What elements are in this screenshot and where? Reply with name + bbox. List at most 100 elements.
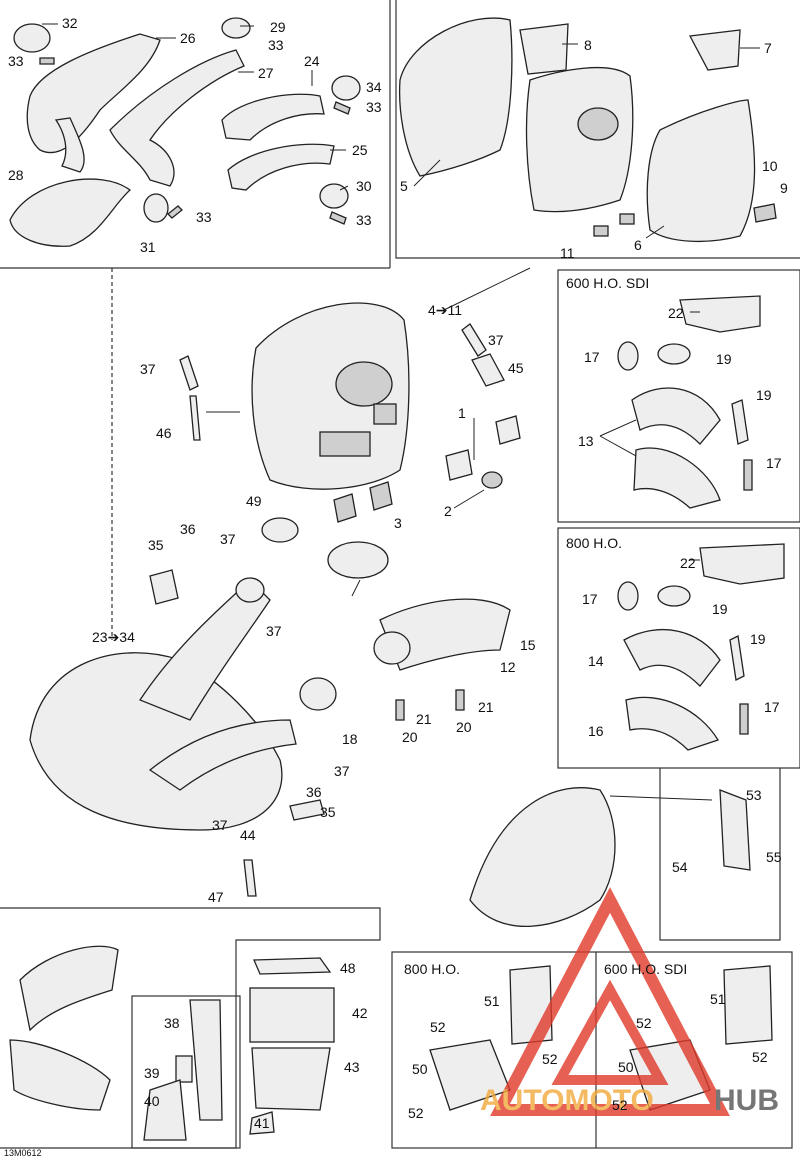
callout-28: 28 [8, 167, 24, 183]
frame-600ho-sdi [557, 269, 800, 523]
callout-17d: 17 [764, 699, 780, 715]
airbox-assembly [179, 302, 521, 579]
callout-19d: 19 [750, 631, 766, 647]
frame-800ho [557, 527, 800, 769]
callout-52a: 52 [430, 1019, 446, 1035]
callout-53: 53 [746, 787, 762, 803]
section-label-600ho-sdi: 600 H.O. SDI [566, 275, 649, 291]
callout-23to34: 23➔34 [92, 629, 135, 645]
callout-10: 10 [762, 158, 778, 174]
callout-37b: 37 [140, 361, 156, 377]
callout-51a: 51 [484, 993, 500, 1009]
callout-19b: 19 [756, 387, 772, 403]
callout-52e: 52 [752, 1049, 768, 1065]
callout-40: 40 [144, 1093, 160, 1109]
watermark-logo: AUTOMOTO HUB [480, 887, 779, 1117]
callout-54: 54 [672, 859, 688, 875]
callout-2: 2 [444, 503, 452, 519]
callout-32: 32 [62, 15, 78, 31]
callout-15: 15 [520, 637, 536, 653]
muffler-assembly [29, 569, 511, 897]
callouts: 32 33 26 29 33 27 24 34 33 25 28 30 33 3… [8, 15, 788, 1131]
callout-27: 27 [258, 65, 274, 81]
callout-33c: 33 [366, 99, 382, 115]
callout-52d: 52 [636, 1015, 652, 1031]
callout-47: 47 [208, 889, 224, 905]
right-panel-parts [617, 295, 785, 751]
callout-37a: 37 [488, 332, 504, 348]
callout-20a: 20 [402, 729, 418, 745]
callout-7: 7 [764, 40, 772, 56]
section-label-600ho-sdi-shield: 600 H.O. SDI [604, 961, 687, 977]
callout-50a: 50 [412, 1061, 428, 1077]
callout-46: 46 [156, 425, 172, 441]
callout-13: 13 [578, 433, 594, 449]
svg-text:HUB: HUB [714, 1084, 779, 1117]
callout-55: 55 [766, 849, 782, 865]
bottom-left-parts [9, 945, 335, 1141]
callout-25: 25 [352, 142, 368, 158]
callout-33d: 33 [356, 212, 372, 228]
watermark-text: AUTOMOTO [480, 1084, 654, 1117]
callout-8: 8 [584, 37, 592, 53]
callout-9: 9 [780, 180, 788, 196]
callout-31: 31 [140, 239, 156, 255]
callout-52c: 52 [408, 1105, 424, 1121]
callout-42: 42 [352, 1005, 368, 1021]
callout-37c: 37 [220, 531, 236, 547]
callout-41: 41 [254, 1115, 270, 1131]
callout-44: 44 [240, 827, 256, 843]
callout-34: 34 [366, 79, 382, 95]
callout-29: 29 [270, 19, 286, 35]
callout-37f: 37 [212, 817, 228, 833]
callout-52f: 52 [612, 1097, 628, 1113]
callout-20b: 20 [456, 719, 472, 735]
callout-33e: 33 [196, 209, 212, 225]
callout-11: 11 [560, 245, 575, 261]
callout-39: 39 [144, 1065, 160, 1081]
callout-43: 43 [344, 1059, 360, 1075]
callout-38: 38 [164, 1015, 180, 1031]
callout-16: 16 [588, 723, 604, 739]
callout-50b: 50 [618, 1059, 634, 1075]
top-right-parts [399, 17, 777, 243]
callout-26: 26 [180, 30, 196, 46]
callout-33b: 33 [268, 37, 284, 53]
callout-22b: 22 [680, 555, 696, 571]
callout-14: 14 [588, 653, 604, 669]
section-label-800ho: 800 H.O. [566, 535, 622, 551]
frame-shields [391, 951, 793, 1149]
callout-17a: 17 [584, 349, 600, 365]
callout-22a: 22 [668, 305, 684, 321]
callout-19a: 19 [716, 351, 732, 367]
callout-45: 45 [508, 360, 524, 376]
callout-5: 5 [400, 178, 408, 194]
callout-24: 24 [304, 53, 320, 69]
callout-36b: 36 [306, 784, 322, 800]
callout-17c: 17 [582, 591, 598, 607]
callout-30: 30 [356, 178, 372, 194]
callout-37d: 37 [266, 623, 282, 639]
callout-37e: 37 [334, 763, 350, 779]
callout-3: 3 [394, 515, 402, 531]
callout-33a: 33 [8, 53, 24, 69]
callout-12: 12 [500, 659, 516, 675]
callout-48: 48 [340, 960, 356, 976]
callout-1: 1 [458, 405, 466, 421]
callout-4to11: 4➔11 [428, 302, 462, 318]
callout-49: 49 [246, 493, 262, 509]
callout-52b: 52 [542, 1051, 558, 1067]
callout-6: 6 [634, 237, 642, 253]
callout-36a: 36 [180, 521, 196, 537]
callout-21a: 21 [416, 711, 432, 727]
callout-18: 18 [342, 731, 358, 747]
callout-51b: 51 [710, 991, 726, 1007]
figure-code: 13M0612 [4, 1148, 42, 1158]
callout-19c: 19 [712, 601, 728, 617]
lower-right-parts [469, 787, 751, 928]
callout-35a: 35 [148, 537, 164, 553]
callout-21b: 21 [478, 699, 494, 715]
top-left-parts [9, 17, 361, 247]
